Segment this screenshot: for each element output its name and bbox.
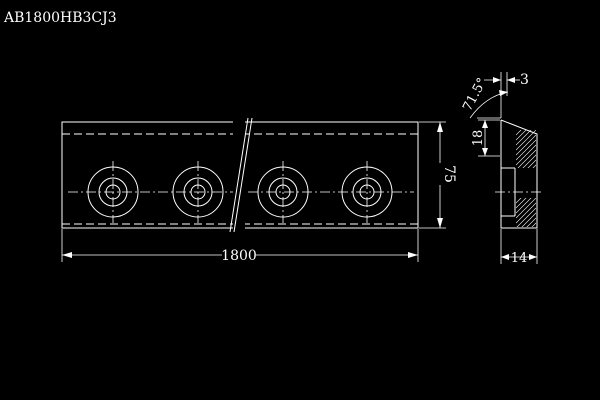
section-hatch-top xyxy=(516,130,536,190)
mounting-hole xyxy=(341,161,393,223)
side-view xyxy=(495,119,542,253)
hatch-line xyxy=(516,130,527,141)
hatch-line xyxy=(516,233,536,253)
length-value: 1800 xyxy=(221,248,257,264)
hatch-line xyxy=(516,170,536,190)
height-value: 75 xyxy=(441,165,457,183)
hatch-line xyxy=(516,202,536,224)
mounting-hole xyxy=(172,161,224,223)
hatch-line xyxy=(516,198,527,209)
mounting-holes xyxy=(87,161,393,223)
top-offset-value: 3 xyxy=(520,72,529,88)
hatch-line xyxy=(516,130,522,136)
mounting-hole xyxy=(257,161,309,223)
hatch-line xyxy=(516,198,517,199)
hatch-line xyxy=(516,130,536,151)
hatch-line xyxy=(516,207,536,227)
hatch-line xyxy=(522,154,536,168)
bevel-dimension: 18 xyxy=(471,119,500,157)
thickness-value: 14 xyxy=(511,251,528,266)
mounting-hole xyxy=(87,161,139,223)
hatch-line xyxy=(521,212,536,227)
bevel-value: 18 xyxy=(471,130,486,147)
hatch-line xyxy=(517,149,536,168)
break-lines xyxy=(229,117,253,233)
front-view xyxy=(61,117,419,233)
hatch-line xyxy=(516,130,532,146)
hatch-line xyxy=(516,198,532,214)
angle-value: 71.5° xyxy=(460,76,490,114)
hatch-line xyxy=(516,144,536,166)
drawing-title: AB1800HB3CJ3 xyxy=(3,10,117,26)
top-offset-dimension: 3 xyxy=(484,72,529,118)
hatch-line xyxy=(526,217,536,227)
hatch-line xyxy=(516,228,536,248)
hatch-line xyxy=(527,159,536,168)
hatch-line xyxy=(516,198,536,219)
height-dimension: 75 xyxy=(419,121,457,229)
thickness-dimension: 14 xyxy=(500,229,538,266)
hatch-line xyxy=(516,134,536,156)
hatch-line xyxy=(532,164,536,168)
hatch-line xyxy=(516,198,522,204)
hatch-line xyxy=(516,139,536,161)
length-dimension: 1800 xyxy=(61,229,419,264)
hatch-line xyxy=(531,222,536,227)
section-hatch-bottom xyxy=(516,198,536,253)
